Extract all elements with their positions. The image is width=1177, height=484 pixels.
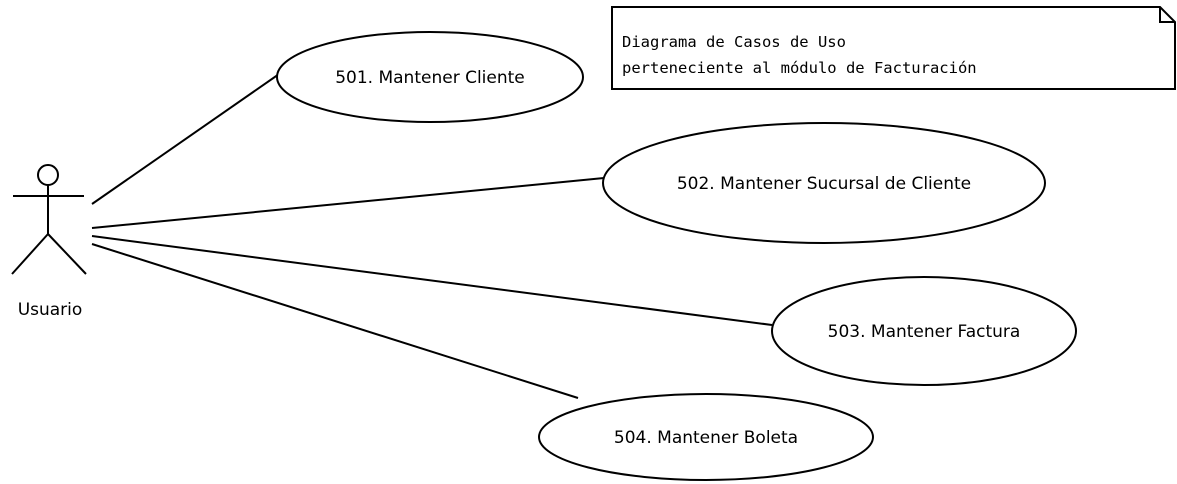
actor-usuario[interactable]: Usuario bbox=[11, 164, 87, 320]
note-line-2: perteneciente al módulo de Facturación bbox=[622, 59, 977, 77]
actor-label: Usuario bbox=[18, 300, 83, 320]
use-case-503[interactable]: 503. Mantener Factura bbox=[771, 276, 1077, 386]
use-case-label: 504. Mantener Boleta bbox=[614, 428, 798, 448]
use-case-501[interactable]: 501. Mantener Cliente bbox=[276, 31, 584, 123]
use-case-label: 503. Mantener Factura bbox=[828, 322, 1021, 342]
association-501 bbox=[91, 71, 283, 205]
note[interactable]: Diagrama de Casos de Uso perteneciente a… bbox=[611, 6, 1176, 90]
use-case-label: 501. Mantener Cliente bbox=[335, 68, 525, 88]
association-504 bbox=[91, 243, 579, 399]
association-503 bbox=[91, 235, 773, 326]
use-case-label: 502. Mantener Sucursal de Cliente bbox=[677, 174, 971, 194]
stick-figure-icon bbox=[11, 164, 87, 275]
association-502 bbox=[91, 177, 605, 229]
use-case-502[interactable]: 502. Mantener Sucursal de Cliente bbox=[602, 122, 1046, 244]
note-shape bbox=[611, 6, 1176, 90]
associations bbox=[91, 71, 773, 399]
note-line-1: Diagrama de Casos de Uso bbox=[622, 33, 846, 51]
note-fold-icon bbox=[1159, 7, 1175, 23]
use-case-504[interactable]: 504. Mantener Boleta bbox=[538, 393, 874, 481]
